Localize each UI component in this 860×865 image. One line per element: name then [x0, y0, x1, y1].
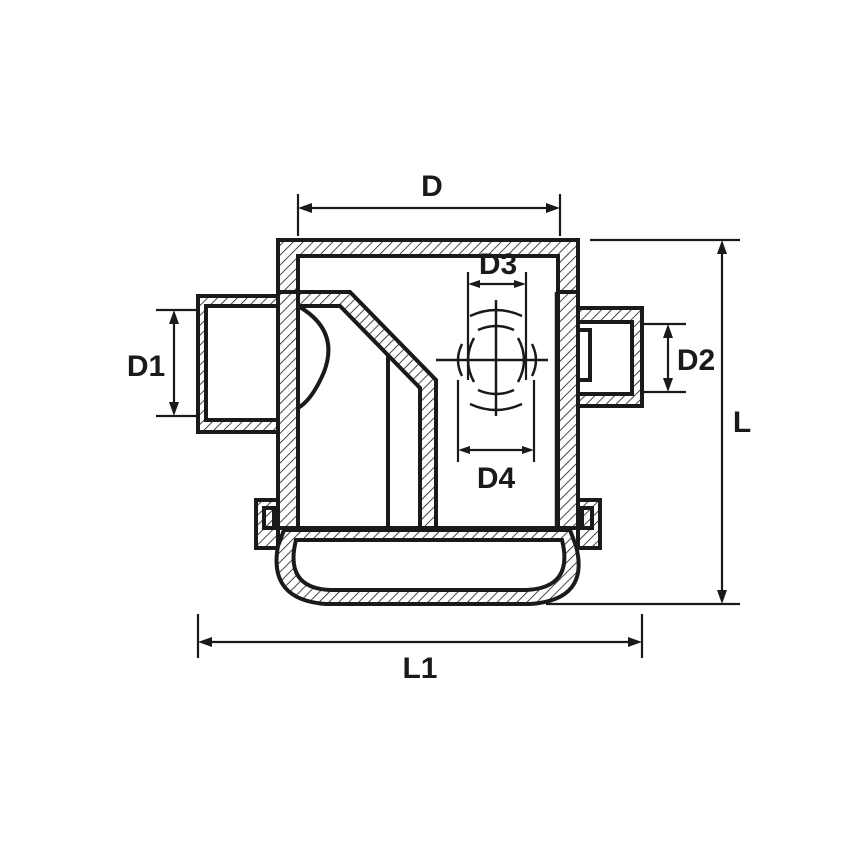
label-l1: L1 — [402, 652, 437, 685]
label-d3: D3 — [479, 248, 517, 281]
label-l: L — [733, 406, 751, 439]
inlet-port — [196, 294, 280, 434]
outlet-port — [576, 306, 644, 408]
outlet-flange — [576, 328, 592, 382]
dimension-d1: D1 — [127, 308, 196, 418]
inlet-inner-edge — [206, 304, 278, 422]
bottom-bowl — [274, 528, 581, 606]
label-d4: D4 — [477, 462, 516, 495]
dimension-d: D — [296, 170, 562, 236]
dimension-d2: D2 — [642, 322, 715, 394]
left-wall — [276, 290, 300, 530]
label-d2: D2 — [677, 344, 715, 377]
right-clamp-screw — [580, 506, 594, 530]
dimension-d4: D4 — [456, 380, 536, 495]
housing-body — [196, 238, 644, 606]
dimension-l: L — [546, 238, 751, 606]
label-d: D — [421, 170, 443, 203]
label-d1: D1 — [127, 350, 165, 383]
top-cap — [276, 238, 580, 294]
inlet-deflector — [296, 304, 331, 410]
right-wall — [556, 290, 580, 530]
dimension-l1: L1 — [196, 614, 644, 685]
center-mark-symbol — [436, 300, 548, 416]
dimension-d3: D3 — [466, 248, 528, 380]
left-clamp-screw — [262, 506, 276, 530]
baffle — [296, 290, 438, 530]
